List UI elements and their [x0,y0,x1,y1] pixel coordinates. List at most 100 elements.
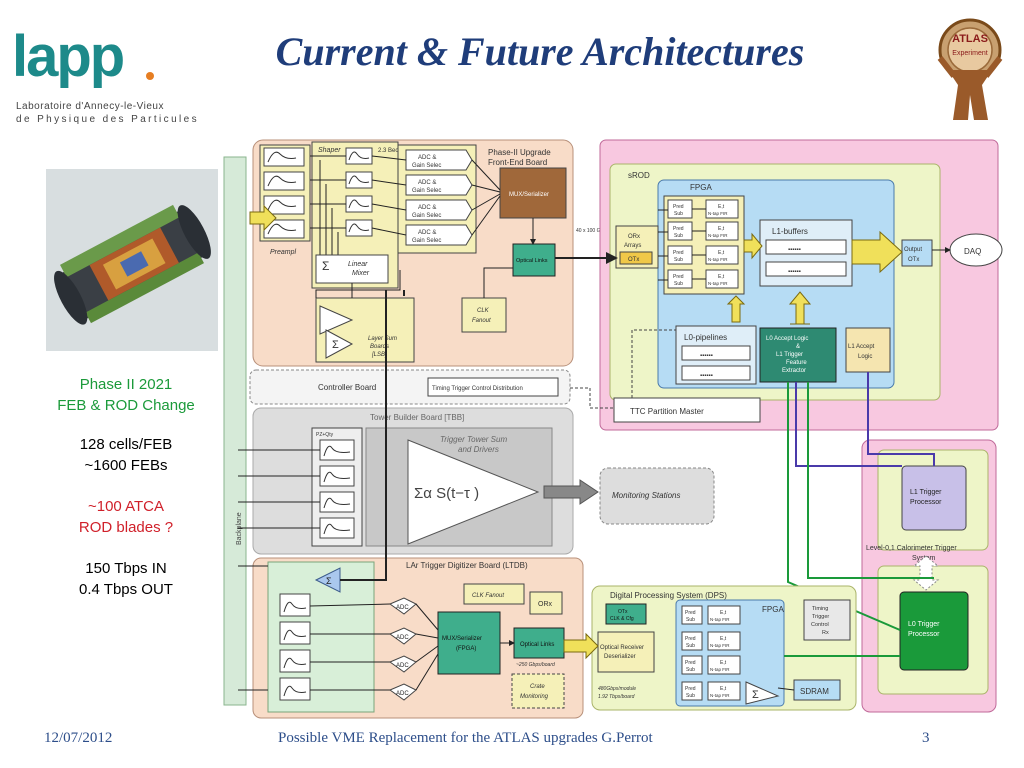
svg-text:L1 Trigger: L1 Trigger [910,489,942,496]
svg-text:ADC: ADC [396,635,409,641]
svg-text:Gain Selec: Gain Selec [412,163,441,169]
l1-buffers-label: L1-buffers [772,227,808,236]
tbb-label: Tower Builder Board [TBB] [370,413,464,422]
front-end-board: Phase-II Upgrade Front-End Board Preampl… [249,139,609,367]
ltdb-adc-blocks: ADC ADC ADC ADC [388,597,417,701]
feb-mux-label: MUX/Serializer [509,192,549,198]
atca-line2: ROD blades ? [78,519,174,536]
controller-board: Controller Board Timing Trigger Control … [249,369,571,405]
feb-clk-label2: Fanout [472,318,491,324]
output-otx-2: OTx [908,257,919,263]
svg-text:N-tap FIR: N-tap FIR [710,693,730,698]
svg-text:Gain Selec: Gain Selec [412,213,441,219]
phase-line1: Phase II 2021 [79,376,173,393]
svg-text:Timing: Timing [812,606,828,612]
cells-line2: ~1600 FEBs [84,457,168,474]
footer-title: Possible VME Replacement for the ATLAS u… [278,730,653,746]
tower-builder-board: Tower Builder Board [TBB] PZ+Qty Trigger… [238,407,599,555]
freq-label: 2.3 Bec [378,148,398,154]
svg-text:Gain Selec: Gain Selec [412,188,441,194]
svg-text:Σ: Σ [752,689,759,701]
svg-text:Σ: Σ [322,259,329,273]
svg-text:Sub: Sub [686,643,695,649]
feb-adc-blocks: ADC & Gain Selec ADC & Gain Selec ADC & … [405,149,473,246]
svg-text:ADC: ADC [396,691,409,697]
srod-fpga-label: FPGA [690,183,712,192]
svg-text:ADC &: ADC & [418,155,436,161]
srod-otx: OTx [628,257,639,263]
svg-text:ADC: ADC [396,605,409,611]
preampl-label: Preampl [270,249,297,256]
svg-text:480Gbps/module: 480Gbps/module [598,686,636,692]
ltdb-crate-1: Crate [530,684,545,690]
feb-clk-label1: CLK [477,308,490,314]
cells-line1: 128 cells/FEB [79,436,173,453]
svg-text:Pred: Pred [685,610,696,616]
svg-text:▪▪▪▪▪▪: ▪▪▪▪▪▪ [788,269,801,275]
dps-board: Digital Processing System (DPS) OTx CLK … [563,585,900,711]
svg-text:Optical Receiver: Optical Receiver [600,645,644,651]
feb-title-line2: Front-End Board [488,158,547,167]
svg-text:Pred: Pred [673,274,684,280]
svg-text:Gain Selec: Gain Selec [412,238,441,244]
svg-text:Trigger: Trigger [812,614,829,620]
svg-text:Sub: Sub [674,233,683,239]
svg-text:Σ: Σ [332,339,339,351]
phase-line2: FEB & ROD Change [57,397,195,414]
svg-text:L0 Trigger: L0 Trigger [908,621,940,628]
svg-text:1.92 Tbps/board: 1.92 Tbps/board [598,694,635,700]
svg-text:Pred: Pred [673,226,684,232]
ltdb-orx-label: ORx [538,601,553,608]
svg-text:Pred: Pred [685,636,696,642]
backplane: Backplane [223,156,247,706]
ttc-partition-label: TTC Partition Master [630,407,704,416]
srod-label: sROD [628,171,650,180]
svg-text:Pred: Pred [685,660,696,666]
logo-dot [146,72,154,80]
svg-text:N-tap FIR: N-tap FIR [708,257,728,262]
layer-sum-3: [LSB] [371,352,387,358]
ltdb-board: LAr Trigger Digitizer Board (LTDB) Σ ADC… [238,290,584,719]
tbb-sum-1: Trigger Tower Sum [440,435,507,444]
svg-text:Sub: Sub [686,617,695,623]
lapp-subtitle-line2: de Physique des Particules [16,114,200,125]
layer-sum-2: Boards [370,344,389,350]
linear-label-2: Mixer [352,270,370,277]
svg-text:Sub: Sub [674,281,683,287]
svg-text:▪▪▪▪▪▪: ▪▪▪▪▪▪ [788,247,801,253]
svg-text:Extractor: Extractor [782,368,806,374]
svg-text:L0 Accept Logic: L0 Accept Logic [766,336,808,342]
atlas-logo-text: ATLAS [952,33,988,45]
monitoring-label: Monitoring Stations [612,491,680,500]
svg-text:ADC &: ADC & [418,180,436,186]
svg-text:Pred: Pred [673,250,684,256]
svg-text:Sub: Sub [674,211,683,217]
svg-text:Level-0,1 Calorimeter Trigger: Level-0,1 Calorimeter Trigger [866,545,957,552]
linear-label-1: Linear [348,261,368,268]
svg-text:N-tap FIR: N-tap FIR [708,233,728,238]
svg-text:E,t: E,t [718,226,725,232]
svg-text:E,t: E,t [718,274,725,280]
output-otx-1: Output [904,247,922,253]
backplane-label: Backplane [236,512,243,545]
ltdb-clk-label: CLK Fanout [472,593,504,599]
phase-info: Phase II 2021 FEB & ROD Change [20,374,232,416]
sdram-label: SDRAM [800,687,829,696]
bandwidth-info: 150 Tbps IN 0.4 Tbps OUT [20,558,232,600]
svg-text:Σ: Σ [326,576,332,586]
feb-optical-label: Optical Links [516,258,548,264]
ltdb-optical-label: Optical Links [520,642,554,648]
lapp-subtitle-line1: Laboratoire d'Annecy-le-Vieux [16,101,164,112]
ltdb-mux-1: MUX/Serializer [442,636,482,642]
dps-label: Digital Processing System (DPS) [610,591,727,600]
footer-page-number: 3 [922,730,930,746]
dps-fpga-label: FPGA [762,605,784,614]
tbb-formula: Σα S(t−τ ) [414,485,479,502]
ttc-dist-label: Timing Trigger Control Distribution [432,386,523,392]
svg-text:CLK & Cfg: CLK & Cfg [610,616,634,622]
tbb-tag: PZ+Qty [316,432,334,438]
svg-text:Deserializer: Deserializer [604,654,636,660]
